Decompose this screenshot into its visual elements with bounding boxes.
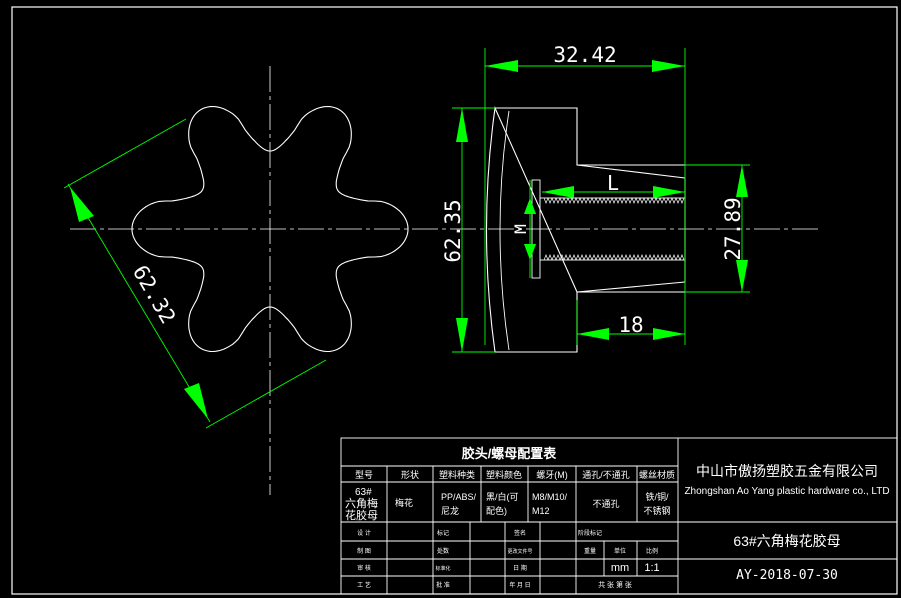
dim-thread-depth: L	[542, 171, 685, 198]
title-block	[340, 437, 898, 595]
cell-color-2: 配色)	[486, 505, 507, 516]
sign-label-design: 设 计	[357, 529, 371, 537]
dim-height: 62.35	[441, 107, 495, 353]
header-screw: 螺丝材质	[639, 469, 675, 480]
mid-label-approve: 批 准	[436, 581, 450, 589]
header-color: 塑料颜色	[486, 469, 522, 480]
info-label-weight: 重量	[584, 547, 596, 555]
scale-value: 1:1	[644, 562, 659, 574]
cell-shape: 梅花	[395, 497, 413, 508]
dim-width-diag-text: 62.32	[128, 261, 180, 328]
mid-label-count: 处数	[437, 547, 449, 555]
cell-thread-2: M12	[532, 506, 550, 516]
company-en: Zhongshan Ao Yang plastic hardware co., …	[684, 486, 889, 497]
cell-screw-2: 不锈钢	[643, 505, 670, 516]
sheet-label: 共 张 第 张	[598, 580, 632, 589]
right-label-date: 日 期	[513, 564, 527, 572]
right-label-signature: 签名	[514, 529, 526, 537]
part-name: 63#六角梅花胶母	[733, 533, 840, 549]
dim-boss-dia: 27.89	[685, 164, 750, 293]
dim-total-length-text: 32.42	[553, 43, 616, 67]
sign-label-check: 审 核	[357, 564, 371, 572]
knob-outline	[131, 105, 409, 353]
front-view	[70, 66, 820, 495]
right-label-change-doc: 更改文件号	[507, 548, 532, 555]
dim-thread-text: M	[511, 224, 530, 234]
cell-hole: 不通孔	[592, 499, 619, 509]
cell-color-1: 黑/白(可	[486, 491, 519, 502]
dim-thread: M	[511, 180, 536, 278]
dim-width-diag: 62.32	[63, 118, 327, 429]
cell-material-1: PP/ABS/	[441, 492, 477, 502]
cell-screw-1: 铁/铜/	[645, 491, 669, 502]
table-title: 胶头/螺母配置表	[462, 446, 558, 461]
unit-value: mm	[611, 562, 629, 574]
header-thread: 螺牙(M)	[536, 470, 568, 480]
cell-model-3: 花胶母	[345, 508, 378, 522]
knob-inner-profile	[499, 110, 510, 351]
company-cn: 中山市傲扬塑胶五金有限公司	[696, 463, 878, 479]
dim-thread-depth-text: L	[607, 171, 619, 195]
cell-model-2: 六角梅	[345, 496, 378, 510]
cell-material-2: 尼龙	[441, 505, 459, 516]
header-model: 型号	[355, 470, 373, 480]
info-label-unit: 单位	[614, 547, 626, 555]
title-block-text: 胶头/螺母配置表 型号 形状 塑料种类 塑料颜色 螺牙(M) 通孔/不通孔 螺丝…	[345, 446, 890, 589]
thread-insert-lip	[531, 179, 541, 279]
header-shape: 形状	[401, 469, 419, 480]
drawing-number: AY-2018-07-30	[736, 568, 838, 583]
cell-thread-1: M8/M10/	[532, 492, 568, 502]
mid-label-mark: 标记	[437, 529, 449, 537]
sign-label-process: 工 艺	[357, 581, 371, 589]
mid-label-standard: 标准化	[435, 565, 450, 572]
cell-model-1: 63#	[355, 487, 372, 498]
header-hole: 通孔/不通孔	[582, 470, 630, 480]
info-label-scale: 比例	[646, 547, 658, 555]
thread-teeth-top	[543, 197, 685, 204]
right-label-ymd: 年 月 日	[509, 581, 530, 589]
dim-total-length: 32.42	[484, 43, 686, 345]
info-label-stage: 阶段标记	[578, 529, 602, 537]
dim-height-text: 62.35	[441, 199, 465, 262]
header-material: 塑料种类	[439, 469, 475, 480]
sign-label-draw: 制 图	[357, 547, 371, 555]
dim-boss-dia-text: 27.89	[721, 197, 745, 260]
thread-teeth-bottom	[543, 254, 685, 261]
dim-boss-length-text: 18	[618, 313, 643, 337]
dim-boss-length: 18	[576, 300, 685, 345]
